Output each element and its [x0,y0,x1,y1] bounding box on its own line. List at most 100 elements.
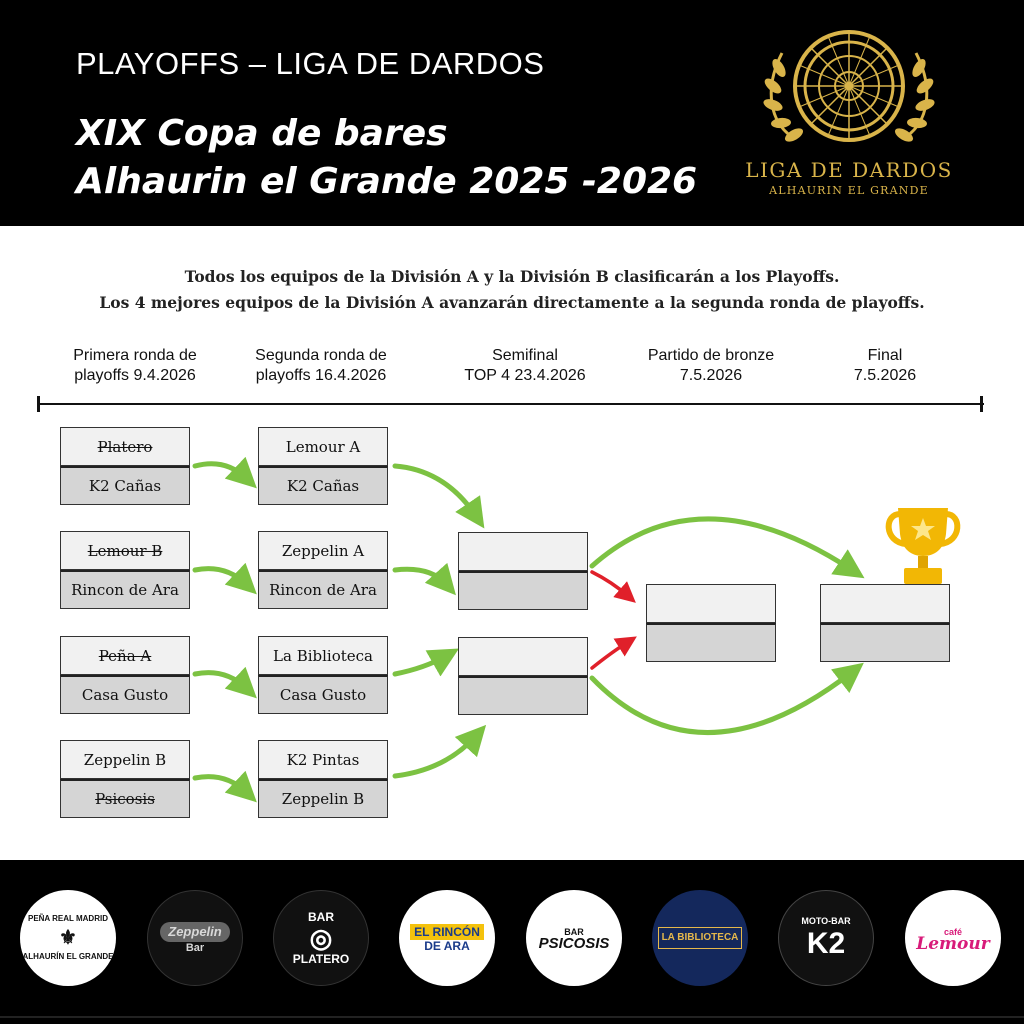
team-slot-empty [646,584,776,623]
round-date: 7.5.2026 [853,367,917,384]
team-slot-empty [820,623,950,662]
logo-title: LIGA DE DARDOS [745,158,953,182]
sponsor-label: MOTO-BAR [801,916,851,926]
team-slot: Lemour A [258,427,388,466]
sponsor-sub: DE ARA [424,939,470,953]
round-label: Primera ronda de [73,347,197,364]
sponsor-sub: Bar [185,942,205,954]
team-slot: Zeppelin B [60,740,190,779]
sponsor-logo-rincon-de-ara: EL RINCÓN DE ARA [399,890,495,986]
sponsor-logo-zeppelin: Zeppelin Bar [147,890,243,986]
league-logo: LIGA DE DARDOS ALHAURIN EL GRANDE [724,28,974,208]
final-match [820,584,950,662]
advance-arrow [589,662,864,735]
sponsor-label: EL RINCÓN [410,924,484,940]
intro-line-2: Los 4 mejores equipos de la División A a… [99,293,925,312]
crest-icon: ⚜ [59,927,77,949]
team-slot: Zeppelin B [258,779,388,818]
header-kicker: PLAYOFFS – LIGA DE DARDOS [76,46,545,81]
footer-divider [0,1016,1024,1018]
team-slot: K2 Pintas [258,740,388,779]
round-date: playoffs 9.4.2026 [74,367,196,384]
team-slot: Rincon de Ara [60,570,190,609]
team-slot-eliminated: Lemour B [60,531,190,570]
sponsor-sub: K2 [806,927,846,960]
round-header-first: Primera ronda de playoffs 9.4.2026 [40,346,230,386]
team-slot: Zeppelin A [258,531,388,570]
sponsor-sub: PLATERO [292,952,350,966]
advance-arrow [392,463,485,529]
team-slot-eliminated: Peña A [60,636,190,675]
advance-arrow [392,562,456,596]
advance-arrow [192,456,257,489]
sponsor-logo-lemour: café Lemour [905,890,1001,986]
sponsor-sub: ALHAURÍN EL GRANDE [22,952,114,961]
sponsor-label: BAR [564,927,584,937]
intro-line-1: Todos los equipos de la División A y la … [184,267,840,286]
team-slot: Casa Gusto [258,675,388,714]
round-label: Partido de bronze [647,347,775,364]
sponsor-label: PEÑA REAL MADRID [27,914,108,923]
round-header-semifinal: Semifinal TOP 4 23.4.2026 [430,346,620,386]
round-date: 7.5.2026 [679,367,743,384]
round1-match-4: Zeppelin B Psicosis [60,740,190,818]
round2-match-4: K2 Pintas Zeppelin B [258,740,388,818]
title-line-2: Alhaurin el Grande 2025 -2026 [76,161,698,202]
team-slot-eliminated: Platero [60,427,190,466]
round1-match-3: Peña A Casa Gusto [60,636,190,714]
team-slot: Casa Gusto [60,675,190,714]
sponsor-label: BAR [307,910,334,924]
advance-arrow [192,666,257,699]
team-slot-empty [820,584,950,623]
round-label: Segunda ronda de [255,347,387,364]
round2-match-3: La Biblioteca Casa Gusto [258,636,388,714]
team-slot-eliminated: Psicosis [60,779,190,818]
timeline-end-tick [980,396,983,412]
round1-match-1: Platero K2 Cañas [60,427,190,505]
sponsor-sub: PSICOSIS [538,935,610,952]
team-slot: La Biblioteca [258,636,388,675]
team-slot: K2 Cañas [60,466,190,505]
bronze-match [646,584,776,662]
advance-arrow [192,770,257,803]
team-slot-empty [458,676,588,715]
trophy-icon [885,508,961,584]
sponsor-label: Zeppelin [160,922,230,942]
team-slot: Rincon de Ara [258,570,388,609]
advance-arrow [392,724,487,779]
advance-arrow [192,562,257,595]
round-date: playoffs 16.4.2026 [255,367,387,384]
round1-match-2: Lemour B Rincon de Ara [60,531,190,609]
loser-arrow [590,636,637,670]
team-slot-empty [458,571,588,610]
round-header-bronze: Partido de bronze 7.5.2026 [616,346,806,386]
round-header-final: Final 7.5.2026 [790,346,980,386]
timeline-start-tick [37,396,40,412]
round-label: Semifinal [492,347,558,364]
advance-arrow [589,516,865,579]
round-header-second: Segunda ronda de playoffs 16.4.2026 [226,346,416,386]
dartboard-laurel-icon [763,30,935,142]
intro-text: Todos los equipos de la División A y la … [0,264,1024,316]
sponsor-label: LA BIBLIOTECA [661,932,739,943]
page-title: XIX Copa de bares Alhaurin el Grande 202… [76,110,697,206]
round2-match-1: Lemour A K2 Cañas [258,427,388,505]
loser-arrow [590,570,636,603]
semifinal-match-1 [458,532,588,610]
sponsor-logo-pena-real-madrid: PEÑA REAL MADRID ⚜ ALHAURÍN EL GRANDE [20,890,116,986]
semifinal-match-2 [458,637,588,715]
round2-match-2: Zeppelin A Rincon de Ara [258,531,388,609]
team-slot: K2 Cañas [258,466,388,505]
round-label: Final [867,347,903,364]
team-slot-empty [458,637,588,676]
team-slot-empty [646,623,776,662]
sponsor-logo-k2-moto-bar: MOTO-BAR K2 [778,890,874,986]
logo-subtitle: ALHAURIN EL GRANDE [769,184,929,197]
timeline-bar [38,403,984,405]
sponsor-logo-la-biblioteca: LA BIBLIOTECA [652,890,748,986]
title-line-1: XIX Copa de bares [76,113,448,154]
dartboard-icon: ◎ [309,923,333,953]
sponsor-label: café [943,927,962,937]
sponsor-logo-psicosis: BAR PSICOSIS [526,890,622,986]
advance-arrow [392,648,460,677]
